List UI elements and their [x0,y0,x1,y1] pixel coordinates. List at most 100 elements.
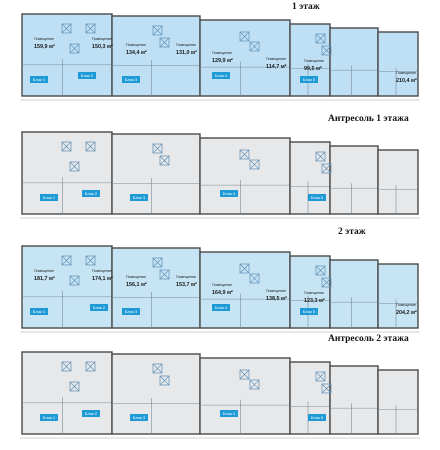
vent-icon [315,33,326,44]
building-section [21,245,113,329]
vent-icon [321,45,332,56]
room-label: Помещение [176,275,196,279]
vent-icon [315,151,326,162]
room-label: Помещение [34,269,54,273]
block-tag [220,190,238,197]
block-tag [30,76,48,83]
room-label: Помещение [176,43,196,47]
vent-icon [321,163,332,174]
room-label: Помещение [126,43,146,47]
vent-icon [85,23,96,34]
vent-icon [321,277,332,288]
vent-icon [61,141,72,152]
building-section [377,263,419,329]
block-tag-label: Блок 2 [85,191,98,196]
block-tag-label: Блок 4 [215,305,228,310]
block-tag-label: Блок 5 [311,415,324,420]
building-section [199,19,291,97]
vent-icon [61,361,72,372]
vent-icon [239,149,250,160]
block-tag-label: Блок 2 [81,73,94,78]
vent-icon [61,255,72,266]
block-tag [212,72,230,79]
room-area: 153,7 м² [176,282,197,288]
building-section [329,259,379,329]
block-tag [40,194,58,201]
block-tag [130,194,148,201]
vent-icon [69,381,80,392]
vent-icon [85,141,96,152]
vent-icon [315,265,326,276]
block-tag-label: Блок 1 [33,77,46,82]
vent-icon [159,37,170,48]
vent-icon [249,41,260,52]
block-tag [300,76,318,83]
vent-icon [315,265,326,276]
vent-icon [85,23,96,34]
room-label: Помещение [396,303,416,307]
room-label: Помещение [266,289,286,293]
vent-icon [61,255,72,266]
block-tag-label: Блок 4 [223,191,236,196]
room-label: Помещение [266,57,286,61]
room-label: Помещение [34,37,54,41]
vent-icon [69,43,80,54]
block-tag-label: Блок 3 [125,77,138,82]
block-tag-label: Блок 5 [303,77,316,82]
room-area: 159,9 м² [34,44,55,50]
room-area: 123,3 м² [304,298,325,304]
building-section [21,13,113,97]
vent-icon [159,375,170,386]
vent-icon [315,371,326,382]
block-tag-label: Блок 4 [223,411,236,416]
vent-icon [69,275,80,286]
vent-icon [249,159,260,170]
vent-icon [69,275,80,286]
vent-icon [321,383,332,394]
vent-icon [321,45,332,56]
floor-title-2: 2 этаж [338,227,366,237]
room-label: Помещение [396,71,416,75]
room-area: 138,5 м² [266,296,287,302]
block-tag [82,190,100,197]
vent-icon [249,273,260,284]
vent-icon [315,33,326,44]
building-section [199,357,291,435]
building-section [21,131,113,215]
building-section [199,137,291,215]
block-tag [212,304,230,311]
vent-icon [239,369,250,380]
vent-icon [249,41,260,52]
vent-icon [69,161,80,172]
room-area: 134,4 м² [126,50,147,56]
vent-icon [69,381,80,392]
block-tag-label: Блок 3 [133,415,146,420]
building-section [111,133,201,215]
block-tag-label: Блок 1 [43,415,56,420]
room-label: Помещение [304,59,324,63]
vent-icon [159,269,170,280]
vent-icon [239,263,250,274]
vent-icon [249,273,260,284]
block-tag-label: Блок 1 [43,195,56,200]
block-tag-label: Блок 5 [303,309,316,314]
building-section [199,251,291,329]
building-section [377,31,419,97]
vent-icon [315,371,326,382]
building-section [111,353,201,435]
vent-icon [152,143,163,154]
vent-icon [152,257,163,268]
building-section [377,369,419,435]
vent-icon [315,151,326,162]
vent-icon [239,31,250,42]
vent-icon [61,141,72,152]
vent-icon [69,43,80,54]
block-tag-label: Блок 2 [85,411,98,416]
room-area: 156,1 м² [126,282,147,288]
floor-title-1: 1 этаж [292,2,320,12]
block-tag [122,308,140,315]
vent-icon [321,163,332,174]
